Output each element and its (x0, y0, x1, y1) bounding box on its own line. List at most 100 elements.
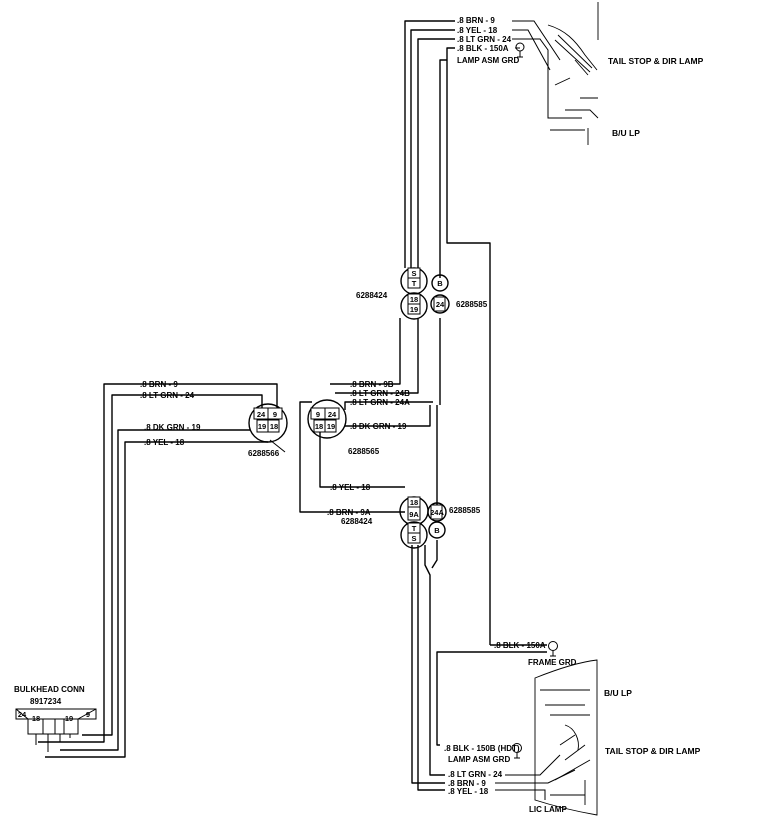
pin-b: B (437, 279, 443, 288)
wire-top-to-mid-9b (330, 318, 401, 385)
pin-s: S (411, 534, 416, 543)
labels: .8 BRN - 9 .8 YEL - 18 .8 LT GRN - 24 .8… (14, 16, 704, 814)
wire-bottom-lamp-2 (495, 769, 576, 784)
pin-19: 19 (65, 714, 73, 723)
pin-t: T (412, 279, 417, 288)
wire-brn9-bottom (411, 545, 445, 784)
tail-lamp-bottom-icon (534, 659, 598, 816)
pin-24: 24 (257, 410, 266, 419)
wire-ltgrn24-top (417, 38, 455, 268)
label-bulkhead-pn: 8917234 (30, 697, 62, 706)
pin-19: 19 (410, 305, 418, 314)
pin-18: 18 (315, 422, 323, 431)
wire-dkgrn19-left (60, 429, 250, 751)
wire-bottom-lamp-3 (495, 789, 546, 800)
label-blk150b: .8 BLK - 150B (HDT) (444, 744, 520, 753)
label-brn9a: .8 BRN - 9A (327, 508, 371, 517)
label-ltgrn24-left: .8 LT GRN - 24 (140, 391, 195, 400)
ground-lamp-asm-bottom-icon (512, 743, 522, 759)
pin-b: B (434, 526, 440, 535)
label-ltgrn24a: .8 LT GRN - 24A (350, 398, 410, 407)
label-lamp-asm-grd-bottom: LAMP ASM GRD (448, 755, 510, 764)
wire-yel18-left (45, 441, 268, 758)
label-yel18-mid: .8 YEL - 18 (330, 483, 371, 492)
label-blk150a-top: .8 BLK - 150A (457, 44, 509, 53)
wire-ltgrn24-bottom-b (431, 540, 438, 569)
wires (38, 20, 582, 800)
pin-19: 19 (258, 422, 266, 431)
wire-top-lamp-2 (512, 29, 551, 71)
pin-18: 18 (270, 422, 278, 431)
label-6288585-top: 6288585 (456, 300, 488, 309)
wire-top-to-mid-24b (335, 318, 419, 394)
pin-s: S (411, 269, 416, 278)
label-brn9-bottom: .8 BRN - 9 (448, 779, 486, 788)
wire-blk150a-top (446, 47, 491, 645)
label-frame-grd: FRAME GRD (528, 658, 577, 667)
wire-top-lamp-3 (512, 38, 582, 119)
connector-6288585-low: 24A B (427, 502, 447, 539)
label-bu-lp-bottom: B/U LP (604, 688, 632, 698)
label-6288424-top: 6288424 (356, 291, 388, 300)
wire-ltgrn24-left (82, 394, 263, 736)
pin-24a: 24A (430, 508, 444, 517)
label-tail-stop-bottom: TAIL STOP & DIR LAMP (605, 746, 701, 756)
label-dkgrn19-left: .8 DK GRN - 19 (144, 423, 201, 432)
pin-9: 9 (86, 710, 90, 719)
pin-24: 24 (18, 710, 27, 719)
wire-frame-to-bundle (436, 651, 547, 746)
label-tail-stop-top: TAIL STOP & DIR LAMP (608, 56, 704, 66)
wire-top-b-up (439, 59, 447, 278)
pin-9a: 9A (409, 510, 419, 519)
pin-24: 24 (328, 410, 337, 419)
label-yel18-top: .8 YEL - 18 (457, 26, 498, 35)
label-6288566: 6288566 (248, 449, 280, 458)
ground-frame-icon (548, 641, 558, 657)
pin-18: 18 (410, 295, 418, 304)
label-ltgrn24-top: .8 LT GRN - 24 (457, 35, 512, 44)
label-6288565: 6288565 (348, 447, 380, 456)
wire-brn9-left (38, 383, 278, 743)
connector-6288424-top: S T 18 19 (400, 267, 428, 320)
wire-top-lamp-1 (512, 20, 561, 61)
pin-t: T (412, 524, 417, 533)
tail-lamp-top-icon (547, 2, 599, 145)
label-lamp-asm-grd-top: LAMP ASM GRD (457, 56, 519, 65)
wire-bottom-lamp-1 (505, 754, 561, 776)
pin-18: 18 (410, 498, 418, 507)
label-bulkhead-conn: BULKHEAD CONN (14, 685, 85, 694)
ground-lamp-asm-top-icon (515, 42, 525, 58)
pin-18: 18 (32, 714, 40, 723)
wire-ltgrn24a (344, 401, 433, 410)
pin-9: 9 (273, 410, 277, 419)
wire-yel18-bottom (417, 545, 445, 791)
connector-6288565: 9 24 18 19 (307, 399, 347, 439)
label-dkgrn19-mid: .8 DK GRN - 19 (350, 422, 407, 431)
wire-dkgrn19-mid (345, 405, 431, 427)
label-yel18-left: .8 YEL - 18 (144, 438, 185, 447)
wire-mid-18-down (319, 430, 405, 488)
bulkhead-connector: 24 18 19 9 (15, 708, 97, 752)
label-blk150a-low: .8 BLK - 150A (494, 641, 546, 650)
label-brn9-left: .8 BRN - 9 (140, 380, 178, 389)
pin-9: 9 (316, 410, 320, 419)
connector-6288566: 24 9 19 18 (248, 403, 288, 443)
label-ltgrn24b: .8 LT GRN - 24B (350, 389, 410, 398)
pin-19: 19 (327, 422, 335, 431)
pin-24: 24 (436, 300, 445, 309)
label-brn9-top: .8 BRN - 9 (457, 16, 495, 25)
label-6288424-low: 6288424 (341, 517, 373, 526)
wire-mid-9-down (299, 401, 405, 513)
label-ltgrn24-bottom: .8 LT GRN - 24 (448, 770, 503, 779)
wire-yel18-top (410, 29, 455, 268)
label-6288585-low: 6288585 (449, 506, 481, 515)
label-lic-lamp: LIC LAMP (529, 805, 567, 814)
wire-brn9-top (404, 20, 455, 268)
label-brn9b: .8 BRN - 9B (350, 380, 394, 389)
wire-ltgrn24-bottom-a (424, 545, 445, 776)
label-bu-lp-top: B/U LP (612, 128, 640, 138)
label-yel18-bottom: .8 YEL - 18 (448, 787, 489, 796)
connector-6288585-top: B 24 (430, 274, 450, 314)
connector-6288424-low: 18 9A T S (399, 496, 429, 549)
